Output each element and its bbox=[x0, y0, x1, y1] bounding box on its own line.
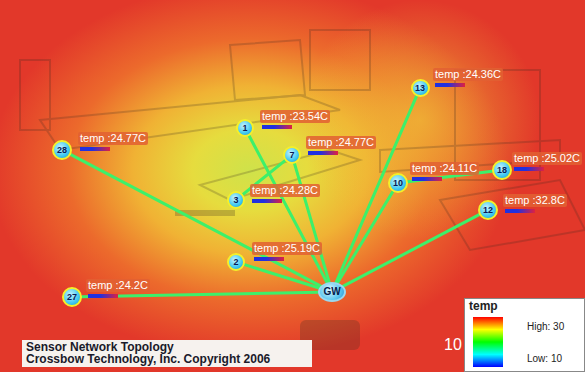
temp-reading: temp :24.36C bbox=[433, 64, 503, 87]
temp-reading: temp :24.28C bbox=[250, 180, 320, 203]
copyright-text: Crossbow Technology, Inc. Copyright 2006 bbox=[26, 353, 270, 366]
node-id: 12 bbox=[483, 206, 493, 215]
title-panel: Sensor Network TopologyCrossbow Technolo… bbox=[22, 340, 312, 367]
radio-link bbox=[249, 136, 327, 283]
temp-bar bbox=[88, 294, 118, 298]
node-id: 27 bbox=[67, 293, 77, 302]
legend-swatch bbox=[473, 317, 503, 342]
sensor-node: 28temp :24.77C bbox=[52, 140, 72, 160]
temp-text: temp :24.36C bbox=[433, 68, 503, 81]
node-id: 7 bbox=[289, 151, 294, 160]
sensor-node: 12temp :32.8C bbox=[478, 200, 498, 220]
legend-text: High: 30 bbox=[527, 321, 564, 333]
legend-title: temp bbox=[469, 300, 498, 313]
radio-link bbox=[71, 155, 321, 286]
temp-text: temp :25.19C bbox=[252, 242, 322, 255]
temp-bar bbox=[514, 167, 544, 171]
node-id: GW bbox=[323, 287, 340, 297]
temp-text: temp :24.2C bbox=[86, 279, 150, 292]
sensor-node: 27temp :24.2C bbox=[62, 287, 82, 307]
node-id: 28 bbox=[57, 146, 67, 155]
node-id: 13 bbox=[415, 84, 425, 93]
temp-reading: temp :32.8C bbox=[503, 190, 567, 213]
temp-bar bbox=[308, 151, 338, 155]
sensor-node: 7temp :24.77C bbox=[283, 146, 301, 164]
timestamp-fragment: 10 bbox=[444, 338, 462, 351]
temp-reading: temp :24.77C bbox=[78, 128, 148, 151]
temp-bar bbox=[80, 147, 110, 151]
sensor-node: 18temp :25.02C bbox=[492, 160, 512, 180]
sensor-node: 2temp :25.19C bbox=[227, 253, 245, 271]
temp-text: temp :24.77C bbox=[306, 136, 376, 149]
temp-text: temp :24.77C bbox=[78, 132, 148, 145]
temp-text: temp :24.11C bbox=[410, 162, 479, 175]
temp-reading: temp :25.19C bbox=[252, 238, 322, 261]
temp-text: temp :23.54C bbox=[260, 110, 330, 123]
node-id: 2 bbox=[233, 258, 238, 267]
temp-reading: temp :23.54C bbox=[260, 106, 330, 129]
temp-bar bbox=[252, 199, 282, 203]
temp-text: temp :24.28C bbox=[250, 184, 320, 197]
node-id: 18 bbox=[497, 166, 507, 175]
node-id: 1 bbox=[242, 124, 247, 133]
radio-link bbox=[338, 192, 393, 283]
radio-link bbox=[295, 164, 330, 283]
gateway-node: GW bbox=[318, 282, 346, 302]
temp-reading: temp :24.11C bbox=[410, 158, 479, 181]
temp-bar bbox=[254, 257, 284, 261]
temp-bar bbox=[262, 125, 292, 129]
temp-text: temp :32.8C bbox=[503, 194, 567, 207]
sensor-node: 1temp :23.54C bbox=[236, 119, 254, 137]
legend-swatch bbox=[473, 342, 503, 367]
node-id: 10 bbox=[393, 179, 403, 188]
legend-panel: tempHigh: 30 Low: 10 bbox=[464, 298, 585, 372]
node-id: 3 bbox=[233, 196, 238, 205]
temp-reading: temp :24.77C bbox=[306, 132, 376, 155]
temp-bar bbox=[505, 209, 535, 213]
radio-link bbox=[245, 265, 320, 288]
legend-text: Low: 10 bbox=[527, 353, 562, 365]
temp-bar bbox=[412, 177, 442, 181]
sensor-node: 13temp :24.36C bbox=[411, 79, 430, 97]
temp-text: temp :25.02C bbox=[512, 152, 582, 165]
radio-link bbox=[343, 215, 479, 286]
temp-reading: temp :25.02C bbox=[512, 148, 582, 171]
temp-reading: temp :24.2C bbox=[86, 275, 150, 298]
temp-bar bbox=[435, 83, 465, 87]
sensor-node: 10temp :24.11C bbox=[388, 173, 408, 193]
sensor-node: 3temp :24.28C bbox=[227, 191, 245, 209]
